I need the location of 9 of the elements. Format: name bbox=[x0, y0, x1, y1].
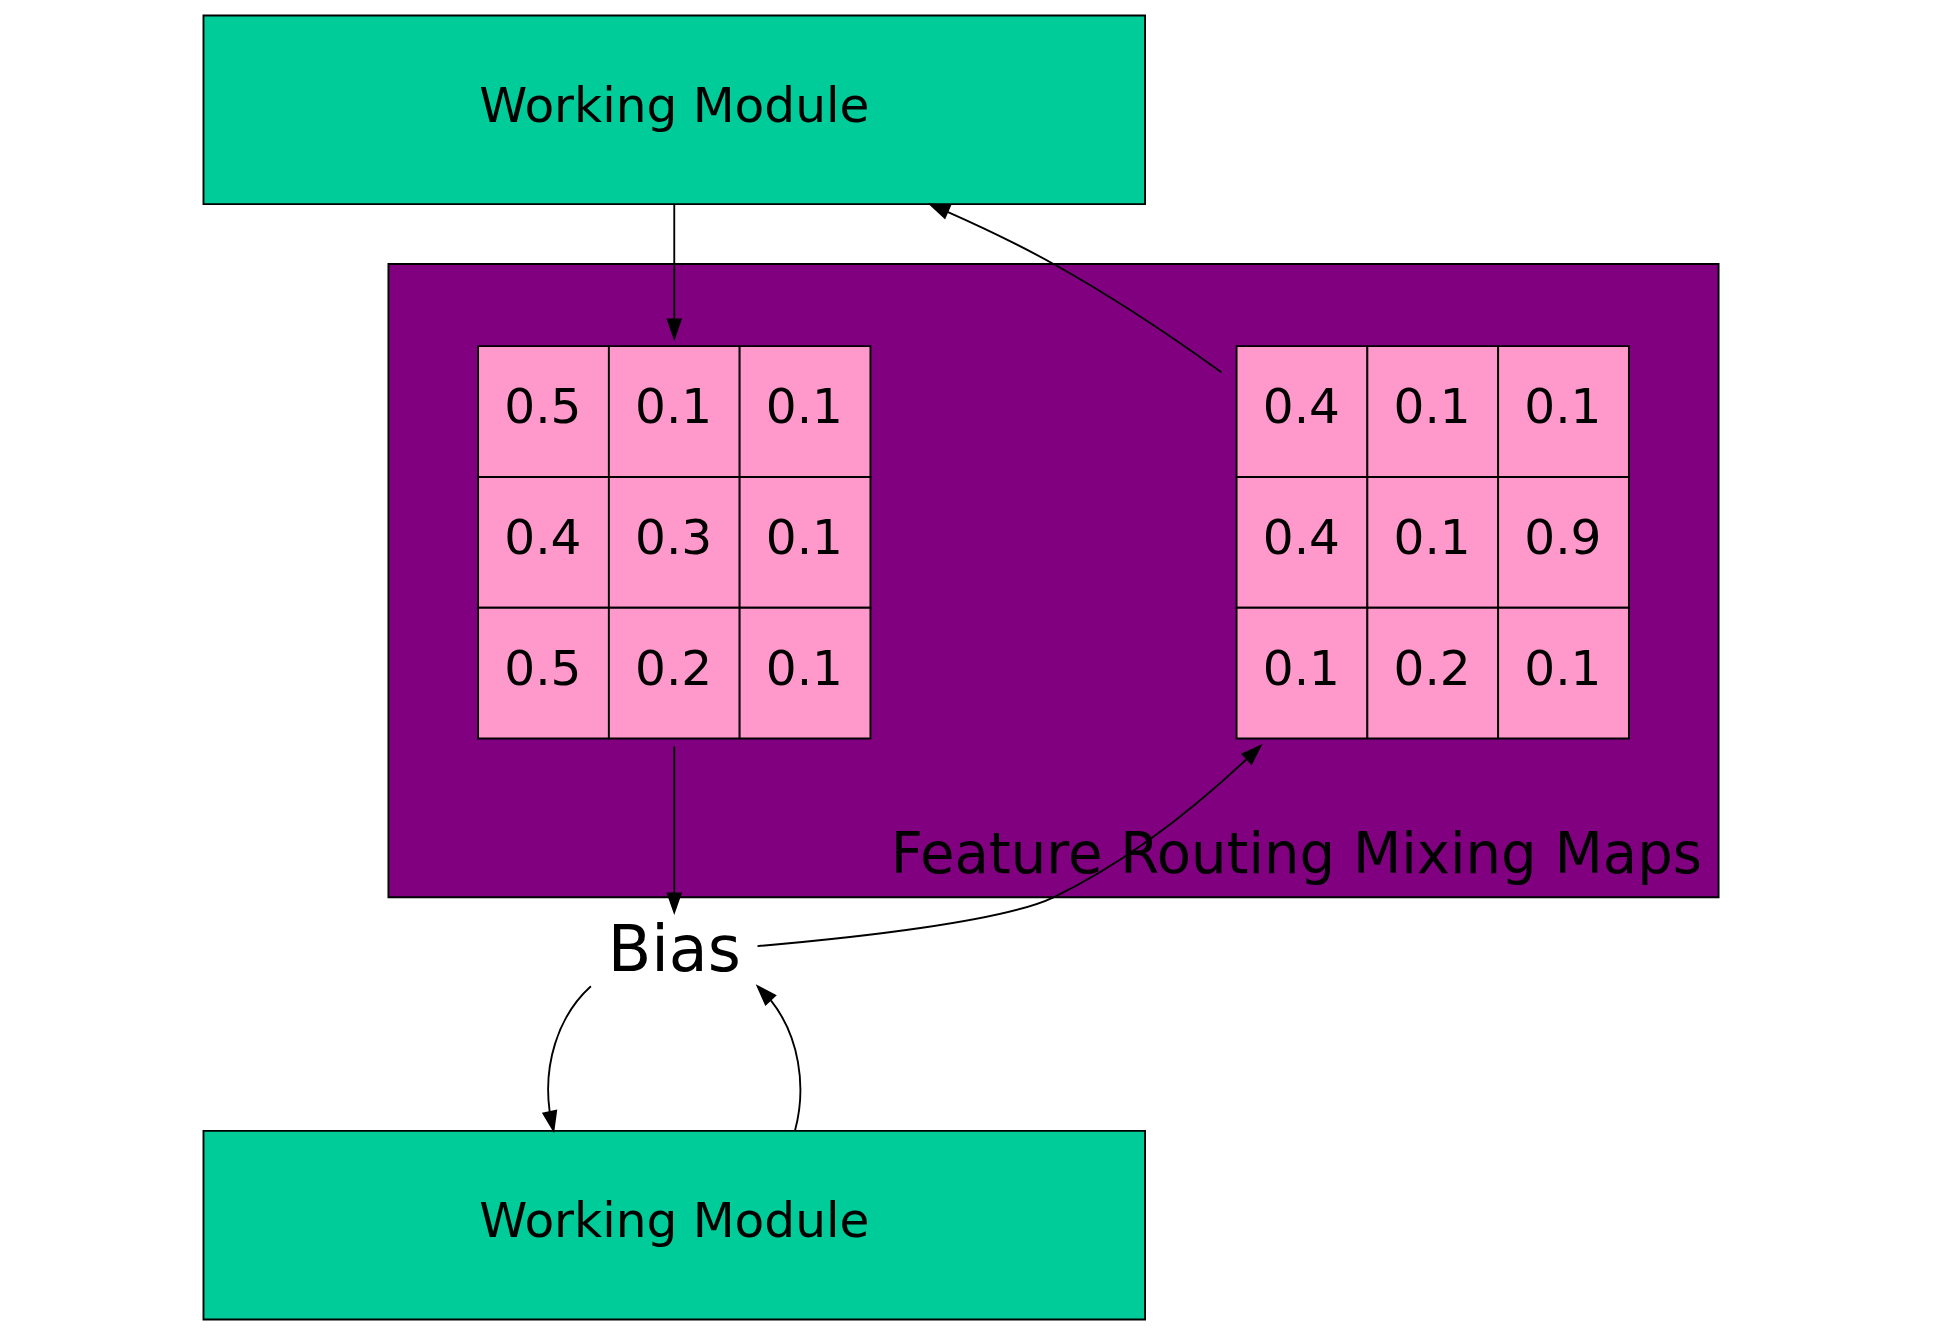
arrow bbox=[541, 985, 592, 1134]
arrow bbox=[755, 984, 801, 1132]
node-text: Bias bbox=[607, 911, 741, 986]
arrow bbox=[756, 744, 1263, 948]
arrow bbox=[665, 745, 682, 915]
node-box: Working Module bbox=[202, 1129, 1146, 1321]
node-box: Working Module bbox=[202, 14, 1146, 206]
arrow bbox=[665, 203, 682, 341]
arrow bbox=[927, 203, 1222, 374]
